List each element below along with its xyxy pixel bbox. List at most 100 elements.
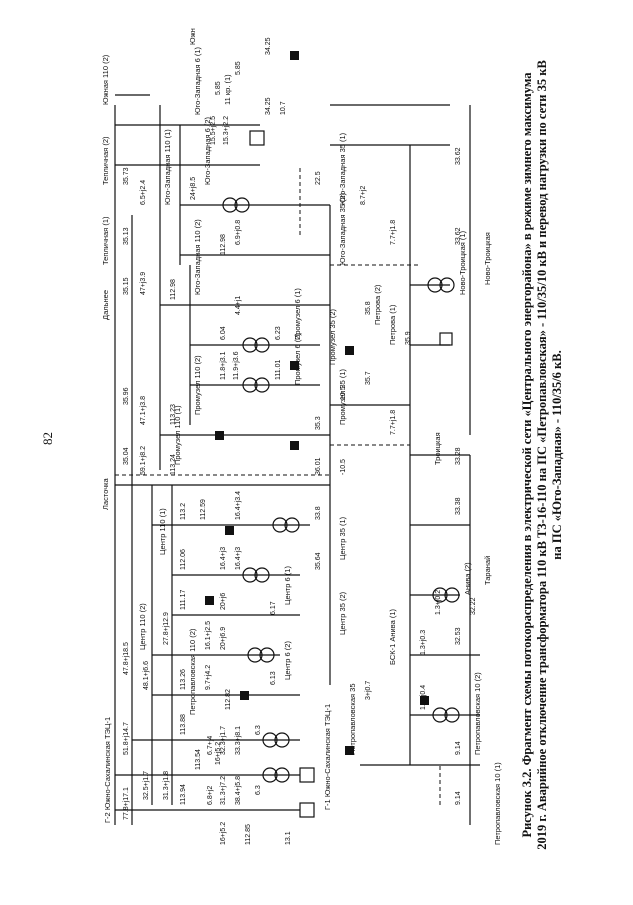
value: 32.5+j1.7 bbox=[143, 771, 150, 800]
value: 16.4+j3 bbox=[235, 547, 242, 570]
value: 113.2 bbox=[180, 503, 187, 520]
label-center-6-1: Центр 6 (1) bbox=[283, 566, 292, 605]
value: 7.7+j1.8 bbox=[390, 220, 397, 245]
value: 32.22 bbox=[470, 597, 477, 615]
value: 9.14 bbox=[455, 741, 462, 755]
value: 48.1+j6.6 bbox=[143, 661, 150, 690]
value: 112.82 bbox=[225, 689, 232, 710]
label-center-6-2: Центр 6 (2) bbox=[283, 641, 292, 680]
label-petropavlovskaya-10-1: Петропавловская 10 (1) bbox=[493, 762, 502, 845]
label-promuzel-6-2: Промузел 6 (2) bbox=[293, 333, 302, 385]
value: 113.24 bbox=[170, 454, 177, 475]
value: 1.3+j0.3 bbox=[420, 630, 427, 655]
value: 35.9 bbox=[405, 331, 412, 345]
value: 33.3+j8.1 bbox=[235, 726, 242, 755]
value: 36.01 bbox=[315, 457, 322, 475]
value: 6.04 bbox=[220, 326, 227, 340]
label-promuzel-110-2: Промузел 110 (2) bbox=[193, 355, 202, 415]
value: 33.62 bbox=[455, 227, 462, 245]
label-teplichnaya-2: Тепличная (2) bbox=[101, 136, 110, 185]
value: 113.26 bbox=[180, 669, 187, 690]
value: 6.17 bbox=[270, 601, 277, 615]
value: 6.23 bbox=[275, 326, 282, 340]
value: 10.5 bbox=[340, 386, 347, 400]
label-center-110-1: Центр 110 (1) bbox=[158, 508, 167, 555]
value: 112.98 bbox=[220, 234, 227, 255]
label-petrovo-1: Петрова (1) bbox=[388, 304, 397, 345]
value: 22.5 bbox=[315, 171, 322, 185]
value: 31.3+j7.2 bbox=[220, 776, 227, 805]
value: 113.54 bbox=[195, 749, 202, 770]
value: 7.7+j1.8 bbox=[390, 410, 397, 435]
value: 35.64 bbox=[315, 552, 322, 570]
value: 6.3 bbox=[255, 725, 262, 735]
value: 38.4+j5.8 bbox=[235, 776, 242, 805]
value: 5.85 bbox=[215, 81, 222, 95]
caption-line-2: 2019 г. Аварийное отключение трансформат… bbox=[535, 60, 549, 850]
value: 33.28 bbox=[455, 447, 462, 465]
value: 11.8+j3.1 bbox=[220, 351, 227, 380]
label-petropavlovskaya-35: Петропавловская 35 bbox=[348, 683, 357, 755]
value: 20+j6.9 bbox=[220, 627, 227, 650]
value: 33.62 bbox=[455, 147, 462, 165]
value: 35.96 bbox=[123, 387, 130, 405]
label-teplichnaya-1: Тепличная (1) bbox=[101, 216, 110, 265]
value: 51.8+j14.7 bbox=[123, 722, 130, 755]
value: 47.8+j18.5 bbox=[123, 642, 130, 675]
caption-line-1: Рисунок 3.2. Фрагмент схемы потокораспре… bbox=[520, 72, 534, 838]
label-g1-tec1: Г-1 Южно-Сахалинская ТЭЦ-1 bbox=[323, 704, 332, 810]
value: 6.3 bbox=[255, 785, 262, 795]
value: 33.8 bbox=[315, 506, 322, 520]
value: 32.3+j1.7 bbox=[220, 726, 227, 755]
value: 112.59 bbox=[200, 499, 207, 520]
value: 9.7+j4.2 bbox=[205, 665, 212, 690]
label-petropavlovskaya-110-2: Петропавловская 110 (2) bbox=[188, 628, 197, 715]
value: 6.8+j2 bbox=[207, 786, 214, 805]
value: 15.5+j2.5 bbox=[210, 116, 217, 145]
value: 35.3 bbox=[315, 416, 322, 430]
label-yugozap-35-2: Юго-Западная 35 (2) bbox=[338, 192, 347, 265]
value: 16.4+j3 bbox=[220, 547, 227, 570]
value: 4.4+j1 bbox=[235, 296, 242, 315]
value: -10.5 bbox=[340, 459, 347, 475]
label-dalnee: Дальнее bbox=[101, 290, 110, 320]
label-center-110-2: Центр 110 (2) bbox=[138, 603, 147, 650]
value: 47+j3.9 bbox=[140, 272, 147, 295]
value: 9.14 bbox=[455, 791, 462, 805]
label-lastochka: Ласточка bbox=[101, 477, 110, 510]
label-yugozap-6-1: Юго-Западная 6 (1) bbox=[193, 46, 202, 115]
value: 16+j5.2 bbox=[220, 822, 227, 845]
value: 11.9+j3.6 bbox=[233, 351, 240, 380]
figure-caption: Рисунок 3.2. Фрагмент схемы потокораспре… bbox=[520, 45, 565, 865]
value: 6.5+j2.4 bbox=[140, 180, 147, 205]
value: 5.85 bbox=[235, 61, 242, 75]
value: 1.7+j0.4 bbox=[420, 685, 427, 710]
value: 16.4+j3.4 bbox=[235, 491, 242, 520]
value: 27.8+j12.9 bbox=[163, 612, 170, 645]
value: 112.98 bbox=[170, 279, 177, 300]
value: 34.25 bbox=[265, 37, 272, 55]
label-taranay: Таранай bbox=[483, 556, 492, 585]
value: 113.88 bbox=[180, 714, 187, 735]
value: 35.8 bbox=[365, 301, 372, 315]
label-promuzel-35-1: Промузел 35 (1) bbox=[338, 368, 347, 425]
label-yugozap-35-1: Юго-Западная 35 (1) bbox=[338, 132, 347, 205]
value: 35.15 bbox=[123, 277, 130, 295]
caption-line-3: на ПС «Юго-Западная» - 110/35/6 кВ. bbox=[550, 350, 564, 560]
value: 32.53 bbox=[455, 627, 462, 645]
label-aniva-2: Анива (2) bbox=[463, 562, 472, 595]
value: 59.1+j8.2 bbox=[140, 446, 147, 475]
label-promuzel-35-2: Промузел 35 (2) bbox=[328, 308, 337, 365]
label-novotroitskaya: Ново-Троицкая bbox=[483, 232, 492, 285]
value: 77.8+j17.1 bbox=[123, 787, 130, 820]
value: 35.13 bbox=[123, 227, 130, 245]
label-promuzel-6-1: Промузел 6 (1) bbox=[293, 288, 302, 340]
value: 35.7 bbox=[365, 371, 372, 385]
value: 35.04 bbox=[123, 447, 130, 465]
value: 10.7 bbox=[280, 101, 287, 115]
value: 47.1+j3.8 bbox=[140, 396, 147, 425]
label-g2-tec1: Г-2 Южно-Сахалинская ТЭЦ-1 bbox=[103, 717, 112, 823]
label-bsk1-aniva: БСК-1 Анива (1) bbox=[388, 608, 397, 665]
label-yugozap-6-2: Юго-Западная 6 (2) bbox=[203, 116, 212, 185]
